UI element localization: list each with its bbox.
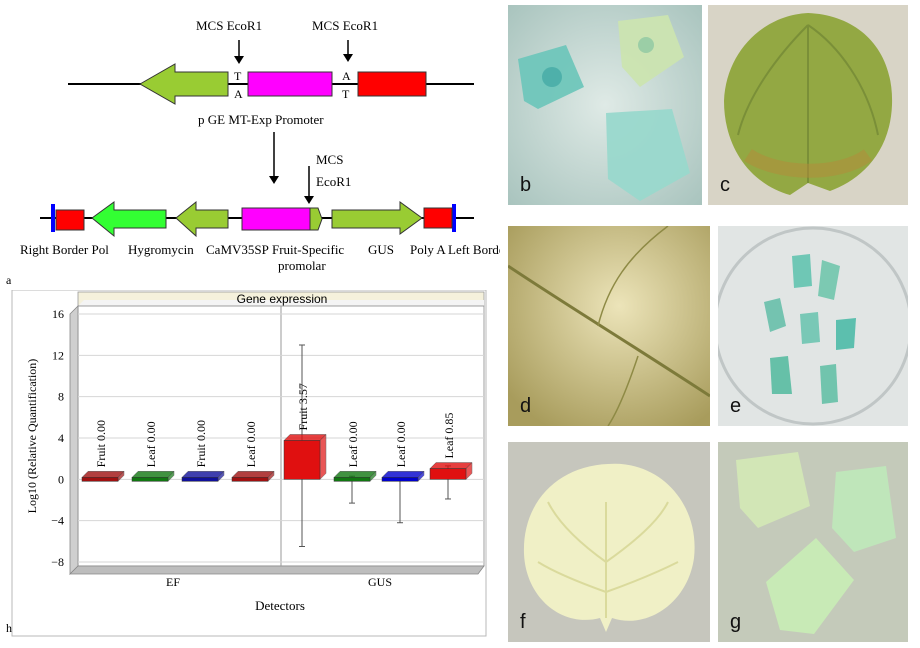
gus-arrow	[331, 201, 423, 235]
construct-diagram: MCS EcoR1 MCS EcoR1 T A A T p GE MT-Exp …	[0, 0, 500, 290]
bar-data-label: Fruit 3.57	[296, 383, 310, 430]
photo-e-letter: e	[730, 395, 742, 417]
bar-layer	[81, 344, 473, 547]
camv35sp-label: CaMV35SP	[206, 242, 269, 257]
top-red-box	[357, 71, 427, 97]
gus-label: GUS	[368, 242, 394, 257]
bar-data-label: Fruit 0.00	[94, 420, 108, 467]
bar	[333, 477, 371, 482]
bar-data-label: Leaf 0.00	[244, 421, 258, 467]
label-layer: Fruit 0.00 Leaf 0.00 Fruit 0.00 Leaf 0.00 Fr…	[94, 383, 456, 467]
right-border-pol-label: Right Border Pol	[20, 242, 109, 257]
photo-g-image	[718, 442, 908, 642]
bar-side	[319, 433, 327, 480]
plot-floor	[69, 565, 485, 575]
tick-layer: 16 12 8 4 0 −4 −8	[51, 307, 64, 569]
chart-ylabel: Log10 (Relative Quantification)	[25, 359, 39, 514]
bar-top	[131, 471, 175, 478]
group-label-ef: EF	[166, 575, 180, 589]
site-right-bottom: T	[342, 87, 350, 101]
right-border-bar	[51, 204, 55, 232]
construct-svg: MCS EcoR1 MCS EcoR1 T A A T p GE MT-Exp …	[6, 18, 500, 287]
y-tick-label: 4	[58, 431, 64, 445]
bar	[131, 477, 169, 482]
camv35sp-arrow	[175, 200, 229, 238]
fruit-specific-label-2: promolar	[278, 258, 326, 273]
photo-g: g	[718, 442, 908, 642]
bar-top	[231, 471, 275, 478]
photo-c: c	[708, 5, 908, 205]
bar-data-label: Leaf 0.00	[394, 421, 408, 467]
panel-letter-a: a	[6, 273, 12, 287]
mcs-arrowhead-lower	[304, 196, 314, 204]
chart-xlabel: Detectors	[255, 598, 305, 613]
top-green-arrow	[138, 63, 229, 105]
chart-title: Gene expression	[237, 292, 328, 306]
bar-data-label: Leaf 0.00	[144, 421, 158, 467]
photo-d: d	[508, 226, 710, 426]
mcs-arrowhead-left	[234, 56, 244, 64]
hygromycin-label: Hygromycin	[128, 242, 194, 257]
mcs-label: MCS	[316, 152, 343, 167]
photo-e-image	[718, 226, 908, 426]
left-border-bar	[452, 204, 456, 232]
bar	[81, 477, 119, 482]
photo-e: e	[718, 226, 908, 426]
promoter-arrowhead	[269, 176, 279, 184]
y-tick-label: −8	[51, 555, 64, 569]
photo-b: b	[508, 5, 702, 205]
photo-f-image	[508, 442, 710, 642]
bar-data-label: Fruit 0.00	[194, 420, 208, 467]
bar-top	[181, 471, 225, 478]
bar	[231, 477, 269, 482]
bar	[283, 440, 321, 480]
polya-red-box	[423, 207, 453, 229]
plot-left-wall	[69, 305, 79, 575]
site-left-top: T	[234, 69, 242, 83]
photo-b-letter: b	[520, 174, 532, 196]
promoter-caption: p GE MT-Exp Promoter	[198, 112, 324, 127]
bar-top	[429, 462, 473, 469]
polya-label: Poly A	[410, 242, 446, 257]
mcs-ecor1-left-label: MCS EcoR1	[196, 18, 262, 33]
photo-d-letter: d	[520, 395, 532, 417]
ecor1-label: EcoR1	[316, 174, 351, 189]
bar	[429, 468, 467, 480]
y-tick-label: 16	[52, 307, 64, 321]
pol-red-box	[55, 209, 85, 231]
bar-top	[81, 471, 125, 478]
fruit-promoter-tip	[309, 207, 323, 231]
panel-letter-h: h	[6, 621, 12, 635]
bar-top	[283, 434, 327, 441]
bar	[381, 477, 419, 482]
left-border-label: Left Border	[448, 242, 500, 257]
photo-c-image	[708, 5, 908, 205]
y-tick-label: −4	[51, 514, 64, 528]
mcs-arrowhead-right	[343, 54, 353, 62]
photo-c-letter: c	[720, 174, 730, 196]
y-tick-label: 0	[58, 472, 64, 486]
y-tick-label: 12	[52, 348, 64, 362]
photo-f-letter: f	[520, 611, 526, 633]
bar-data-label: Leaf 0.85	[442, 413, 456, 459]
photo-f: f	[508, 442, 710, 642]
bar-data-label: Leaf 0.00	[346, 421, 360, 467]
photo-g-letter: g	[730, 611, 742, 633]
bar	[181, 477, 219, 482]
group-label-gus: GUS	[368, 575, 392, 589]
bar-top	[333, 471, 377, 478]
photo-b-image	[508, 5, 702, 205]
site-right-top: A	[342, 69, 351, 83]
fruit-specific-label: Fruit-Specific	[272, 242, 344, 257]
mcs-ecor1-right-label: MCS EcoR1	[312, 18, 378, 33]
top-magenta-box	[247, 71, 333, 97]
bar-top	[381, 471, 425, 478]
hygromycin-arrow	[91, 201, 167, 238]
site-left-bottom: A	[234, 87, 243, 101]
fruit-promoter-box	[241, 207, 311, 231]
y-tick-label: 8	[58, 390, 64, 404]
photo-d-image	[508, 226, 710, 426]
